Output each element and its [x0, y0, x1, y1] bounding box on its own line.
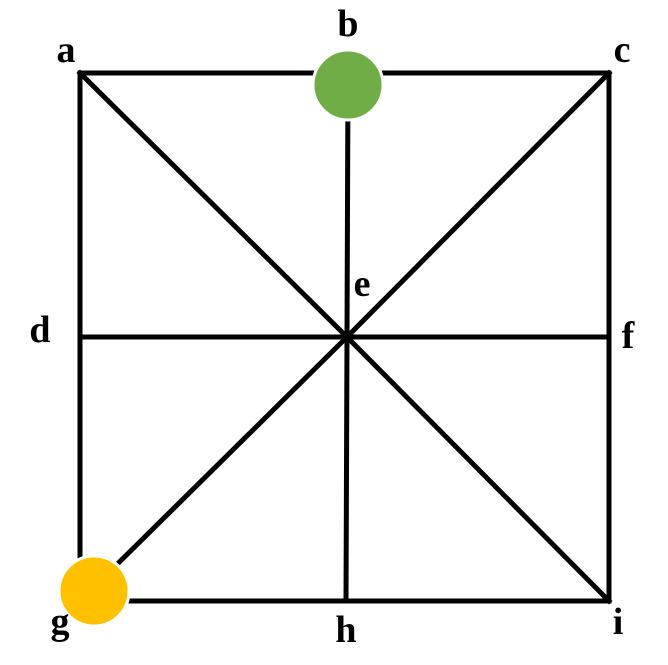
- label-d: d: [29, 309, 50, 351]
- label-i: i: [613, 601, 624, 643]
- edge-c-e: [343, 69, 613, 341]
- label-a: a: [57, 29, 76, 71]
- label-c: c: [614, 29, 631, 71]
- label-e: e: [354, 263, 371, 305]
- edge-e-i: [343, 333, 613, 605]
- board-pieces: [57, 48, 385, 628]
- label-f: f: [622, 315, 636, 357]
- label-g: g: [51, 601, 70, 643]
- label-b: b: [337, 3, 358, 45]
- edge-a-e: [76, 69, 351, 341]
- edge-e-g: [76, 333, 351, 605]
- edge-e-h: [343, 334, 350, 604]
- label-h: h: [335, 609, 356, 651]
- piece-g[interactable]: [57, 554, 131, 628]
- piece-b[interactable]: [311, 48, 385, 122]
- board-edges: [76, 69, 613, 605]
